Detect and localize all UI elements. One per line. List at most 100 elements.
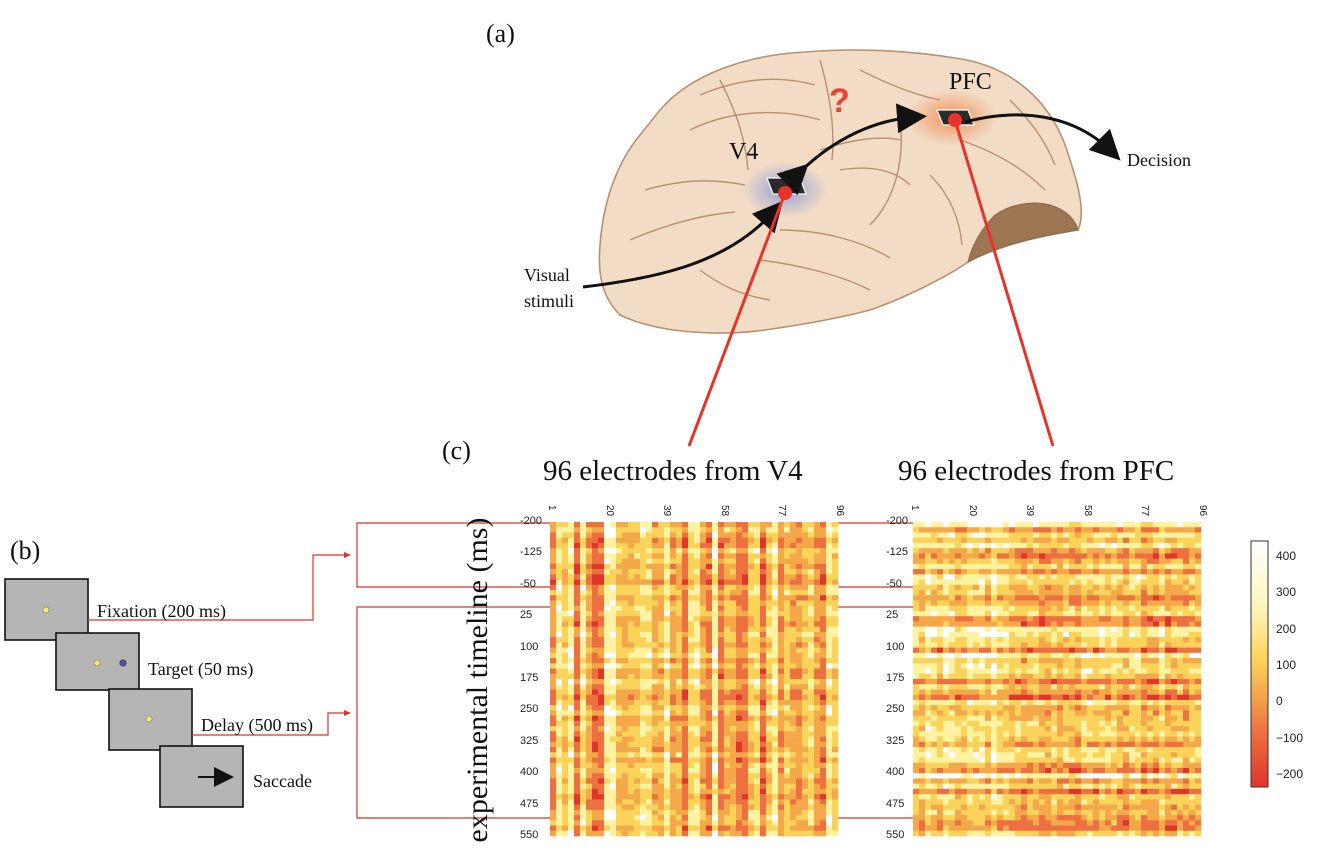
heatmap-cell [1171,558,1178,565]
heatmap-cell [706,788,713,795]
heatmap-cell [622,595,629,601]
heatmap-cell [814,652,821,659]
heatmap-cell [961,652,968,659]
heatmap-cell [1015,684,1022,690]
heatmap-cell [592,658,599,664]
heatmap-cell [568,548,575,554]
heatmap-cell [991,590,998,596]
heatmap-cell [694,773,701,779]
heatmap-cell [580,642,587,648]
heatmap-cell [778,726,785,732]
heatmap-cell [979,731,986,737]
heatmap-cell [1069,574,1076,580]
heatmap-cell [574,637,581,643]
heatmap-cell [616,762,623,769]
heatmap-cell [568,689,575,695]
heatmap-cell [1063,522,1070,528]
heatmap-cell [1135,652,1142,659]
heatmap-cell [808,809,815,816]
heatmap-cell [802,694,809,701]
heatmap-cell [1189,621,1196,627]
heatmap-cell [556,809,563,816]
heatmap-cell [784,642,791,648]
heatmap-cell [688,563,695,570]
heatmap-cell [1099,694,1106,701]
heatmap-cell [670,542,677,549]
heatmap-cell [1021,731,1028,737]
heatmap-cell [790,558,797,565]
heatmap-cell [1033,574,1040,580]
heatmap-cell [1057,705,1064,711]
heatmap-cell [568,579,575,586]
heatmap-cell [1057,605,1064,612]
heatmap-cell [580,741,587,748]
heatmap-cell [1015,616,1022,622]
heatmap-cell [682,548,689,554]
heatmap-cell [616,830,623,837]
heatmap-cell [658,637,665,643]
heatmap-cell [820,820,827,826]
heatmap-cell [1165,652,1172,659]
heatmap-cell [1153,537,1160,544]
heatmap-cell [985,553,992,559]
heatmap-cell [814,830,821,837]
heatmap-cell [1153,731,1160,737]
heatmap-cell [598,548,605,554]
heatmap-cell [658,752,665,758]
heatmap-cell [1033,600,1040,607]
heatmap-cell [742,767,749,774]
heatmap-cell [832,679,839,685]
heatmap-cell [1045,574,1052,580]
heatmap-cell [979,720,986,727]
heatmap-cell [592,762,599,769]
heatmap-cell [598,757,605,764]
heatmap-cell [1183,553,1190,559]
heatmap-cell [754,757,761,764]
heatmap-cell [832,548,839,554]
heatmap-cell [556,595,563,601]
heatmap-cell [616,767,623,774]
heatmap-cell [1087,626,1094,633]
heatmap-cell [664,522,671,528]
heatmap-cell [1051,684,1058,690]
heatmap-cell [931,569,938,575]
heatmap-cell [736,532,743,538]
heatmap-cell [1027,747,1034,753]
heatmap-cell [1171,726,1178,732]
heatmap-cell [712,553,719,559]
heatmap-cell [1147,726,1154,732]
heatmap-cell [1099,548,1106,554]
heatmap-cell [796,652,803,659]
heatmap-cell [1063,595,1070,601]
heatmap-cell [796,532,803,538]
heatmap-cell [802,668,809,675]
heatmap-cell [628,668,635,675]
heatmap-cell [556,621,563,627]
heatmap-cell [1069,736,1076,743]
heatmap-cell [694,631,701,638]
heatmap-cell [790,527,797,533]
heatmap-cell [1075,563,1082,570]
heatmap-cell [1117,741,1124,748]
heatmap-cell [826,584,833,591]
heatmap-cell [670,626,677,633]
heatmap-cell [748,830,755,837]
heatmap-cell [1147,637,1154,643]
heatmap-cell [826,794,833,800]
heatmap-cell [718,668,725,675]
heatmap-cell [979,574,986,580]
heatmap-cell [772,710,779,716]
pfc-heatmap [913,522,1202,837]
heatmap-cell [1063,610,1070,617]
heatmap-cell [784,705,791,711]
heatmap-cell [598,579,605,586]
heatmap-cell [652,673,659,680]
heatmap-cell [1003,553,1010,559]
heatmap-cell [550,830,557,837]
heatmap-cell [1087,731,1094,737]
heatmap-cell [1027,563,1034,570]
heatmap-cell [682,537,689,544]
heatmap-cell [1039,663,1046,669]
heatmap-cell [730,815,737,821]
heatmap-cell [832,773,839,779]
